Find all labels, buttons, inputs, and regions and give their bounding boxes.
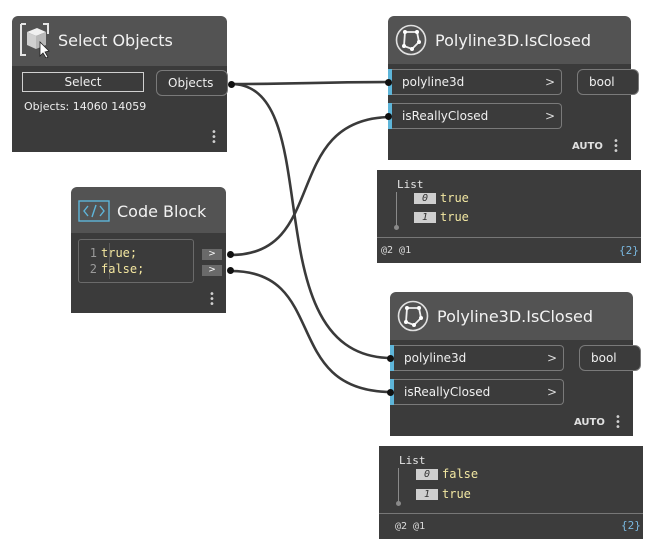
code-output-dot-1[interactable]	[227, 251, 234, 258]
preview-count: {2}	[621, 519, 641, 532]
port-label: isReallyClosed	[402, 109, 489, 123]
line-number-divider	[109, 243, 110, 279]
isreallyclosed-input-dot[interactable]	[385, 113, 392, 120]
polyline3d-input-dot[interactable]	[387, 355, 394, 362]
preview-index: 0	[414, 193, 436, 204]
wire-objects-to-top-polyline	[230, 80, 393, 86]
code-block-icon	[78, 200, 110, 222]
code-output-dot-2[interactable]	[227, 267, 234, 274]
chevron-right-icon[interactable]: >	[546, 385, 557, 399]
preview-tree-dot	[396, 501, 401, 506]
preview-value: true	[440, 191, 469, 205]
polyline3d-input-dot[interactable]	[385, 79, 392, 86]
watch-preview-bottom: List 0 false 1 true @2 @1 {2}	[379, 446, 643, 539]
preview-list-header: List	[399, 454, 426, 467]
preview-value: false	[442, 467, 479, 481]
selected-objects-text: Objects: 14060 14059	[24, 100, 147, 113]
port-label: polyline3d	[402, 75, 465, 89]
line-number: 1	[89, 246, 97, 260]
wire-true-to-top-closed	[230, 115, 393, 257]
isclosed-node-top[interactable]: Polyline3D.IsClosed polyline3d > isReall…	[388, 16, 639, 160]
lacing-label: AUTO	[574, 417, 605, 428]
select-button[interactable]: Select	[22, 72, 144, 92]
wire-objects-to-bottom-polyline	[230, 82, 393, 360]
node-title: Polyline3D.IsClosed	[437, 307, 594, 326]
node-title: Code Block	[117, 202, 207, 221]
bool-output-port[interactable]: bool	[577, 69, 639, 95]
isreallyclosed-input-dot[interactable]	[387, 389, 394, 396]
node-header[interactable]	[388, 16, 631, 64]
chevron-right-icon[interactable]: >	[544, 75, 555, 89]
preview-tree-dot	[394, 225, 399, 230]
bool-output-port[interactable]: bool	[579, 345, 641, 371]
line-number: 2	[89, 262, 97, 276]
code-text: true;	[101, 246, 138, 260]
polyline3d-icon	[397, 300, 429, 332]
objects-output-dot[interactable]	[228, 81, 235, 88]
chevron-right-icon[interactable]: >	[544, 109, 555, 123]
node-header[interactable]	[390, 292, 633, 340]
polyline3d-input-port[interactable]: polyline3d >	[392, 69, 562, 95]
polyline3d-icon	[395, 24, 427, 56]
isreallyclosed-input-port[interactable]: isReallyClosed >	[392, 103, 562, 129]
preview-footer-divider	[379, 513, 643, 514]
isreallyclosed-input-port[interactable]: isReallyClosed >	[394, 379, 564, 405]
preview-index: 1	[416, 489, 438, 500]
port-label: polyline3d	[404, 351, 467, 365]
lacing-label: AUTO	[572, 141, 603, 152]
preview-value: true	[442, 487, 471, 501]
node-menu-icon[interactable]: •••	[613, 136, 619, 157]
node-title: Polyline3D.IsClosed	[435, 31, 592, 50]
preview-index: 1	[414, 212, 436, 223]
node-menu-icon[interactable]: •••	[211, 127, 217, 148]
wire-false-to-bottom-closed	[230, 269, 393, 394]
preview-levels: @2 @1	[381, 245, 412, 256]
select-objects-node[interactable]: Select Objects Select Objects: 14060 140…	[12, 16, 227, 152]
node-header[interactable]	[71, 187, 226, 233]
preview-index: 0	[416, 469, 438, 480]
node-title: Select Objects	[58, 31, 173, 50]
code-output-port-1[interactable]: >	[202, 249, 222, 260]
port-label: isReallyClosed	[404, 385, 491, 399]
chevron-right-icon[interactable]: >	[546, 351, 557, 365]
preview-count: {2}	[619, 244, 639, 257]
isclosed-node-bottom[interactable]: Polyline3D.IsClosed polyline3d > isReall…	[390, 292, 641, 436]
code-line: 2 false;	[73, 262, 145, 276]
objects-output-port[interactable]: Objects	[156, 70, 228, 96]
preview-tree-line	[398, 468, 399, 503]
code-editor[interactable]: 1 true; 2 false;	[78, 239, 194, 283]
code-block-node[interactable]: Code Block 1 true; 2 false; > > •••	[71, 187, 226, 313]
node-menu-icon[interactable]: •••	[209, 289, 215, 310]
code-line: 1 true;	[73, 246, 137, 260]
preview-levels: @2 @1	[395, 521, 426, 532]
preview-value: true	[440, 210, 469, 224]
preview-list-header: List	[397, 178, 424, 191]
watch-preview-top: List 0 true 1 true @2 @1 {2}	[377, 170, 641, 263]
polyline3d-input-port[interactable]: polyline3d >	[394, 345, 564, 371]
node-menu-icon[interactable]: •••	[615, 412, 621, 433]
code-output-port-2[interactable]: >	[202, 265, 222, 276]
code-text: false;	[101, 262, 145, 276]
preview-footer-divider	[377, 237, 641, 238]
preview-tree-line	[396, 192, 397, 227]
select-cube-cursor-icon	[20, 23, 50, 58]
